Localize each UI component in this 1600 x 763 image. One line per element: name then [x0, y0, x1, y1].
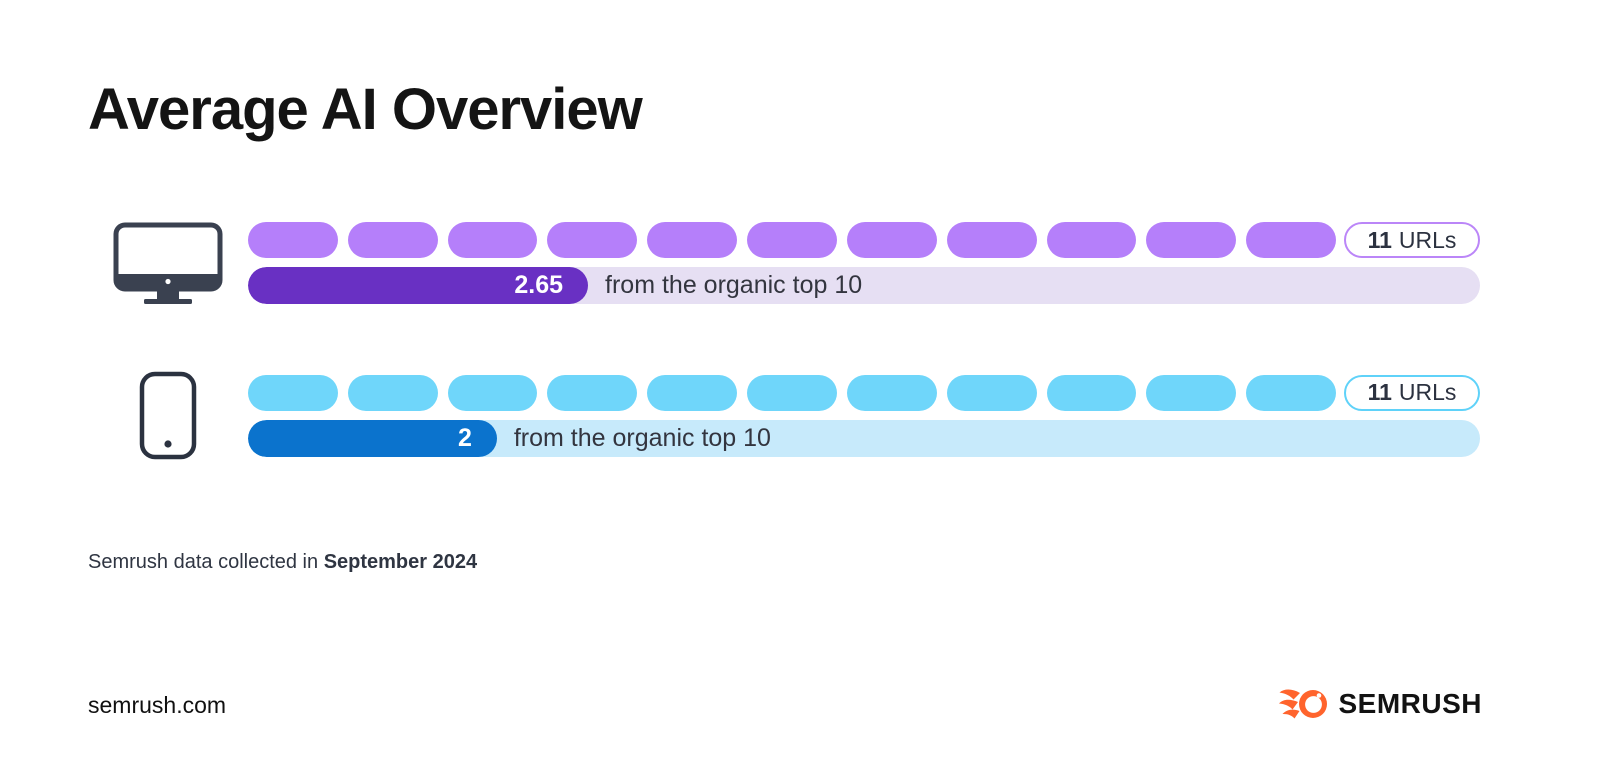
mobile-pills-line: 11 URLs	[248, 374, 1480, 411]
url-pill	[1246, 222, 1336, 258]
value-label: 2	[457, 423, 472, 452]
url-pill	[747, 374, 837, 411]
url-pill	[647, 374, 738, 411]
url-segments	[248, 374, 1336, 411]
footnote-prefix: Semrush data collected in	[88, 551, 324, 573]
desktop-row: 11 URLs 2.65 from the organic top 10	[88, 222, 1480, 304]
desktop-chart-content: 11 URLs 2.65 from the organic top 10	[248, 222, 1480, 304]
mobile-row: 11 URLs 2 from the organic top 10	[88, 371, 1480, 460]
badge-count: 11	[1367, 379, 1392, 405]
url-pill	[846, 222, 937, 258]
mobile-icon-cell	[88, 371, 248, 460]
url-pill	[1146, 374, 1237, 411]
badge-count: 11	[1367, 226, 1392, 253]
value-label: 2.65	[514, 271, 564, 299]
url-pill	[946, 374, 1037, 411]
value-bar: 2	[248, 419, 497, 457]
url-pill	[547, 222, 638, 258]
url-pill	[647, 222, 738, 258]
bar-label: from the organic top 10	[513, 423, 771, 452]
bar-label: from the organic top 10	[605, 271, 863, 299]
desktop-icon-cell	[88, 222, 248, 304]
page-title: Average AI Overview	[88, 77, 643, 142]
url-pill	[347, 374, 438, 411]
url-pill	[747, 222, 837, 258]
url-pill	[347, 222, 438, 258]
url-pill	[248, 374, 338, 411]
url-pill	[946, 222, 1037, 258]
url-pill	[1046, 222, 1137, 258]
url-pill	[447, 374, 538, 411]
url-segments	[248, 222, 1336, 258]
semrush-flame-icon	[1279, 689, 1328, 719]
mobile-phone-icon	[139, 371, 197, 460]
footnote-date: September 2024	[323, 551, 478, 573]
mobile-chart-content: 11 URLs 2 from the organic top 10	[248, 374, 1480, 457]
urls-count-badge: 11 URLs	[1344, 374, 1480, 411]
desktop-pills-line: 11 URLs	[248, 222, 1480, 258]
url-pill	[1046, 374, 1137, 411]
semrush-logo: SEMRUSH	[1279, 686, 1482, 722]
urls-count-badge: 11 URLs	[1344, 222, 1480, 258]
value-track: 2 from the organic top 10	[248, 419, 1480, 457]
desktop-monitor-icon	[113, 222, 223, 304]
url-pill	[248, 222, 338, 258]
value-track: 2.65 from the organic top 10	[248, 267, 1480, 304]
badge-unit: URLs	[1398, 226, 1457, 253]
url-pill	[547, 374, 638, 411]
semrush-wordmark: SEMRUSH	[1338, 688, 1482, 719]
value-bar: 2.65	[248, 267, 589, 304]
url-pill	[846, 374, 937, 411]
badge-unit: URLs	[1398, 379, 1457, 405]
website-link[interactable]: semrush.com	[88, 692, 227, 718]
url-pill	[1146, 222, 1237, 258]
url-pill	[447, 222, 538, 258]
data-source-note: Semrush data collected in September 2024	[88, 551, 477, 574]
url-pill	[1246, 374, 1336, 411]
